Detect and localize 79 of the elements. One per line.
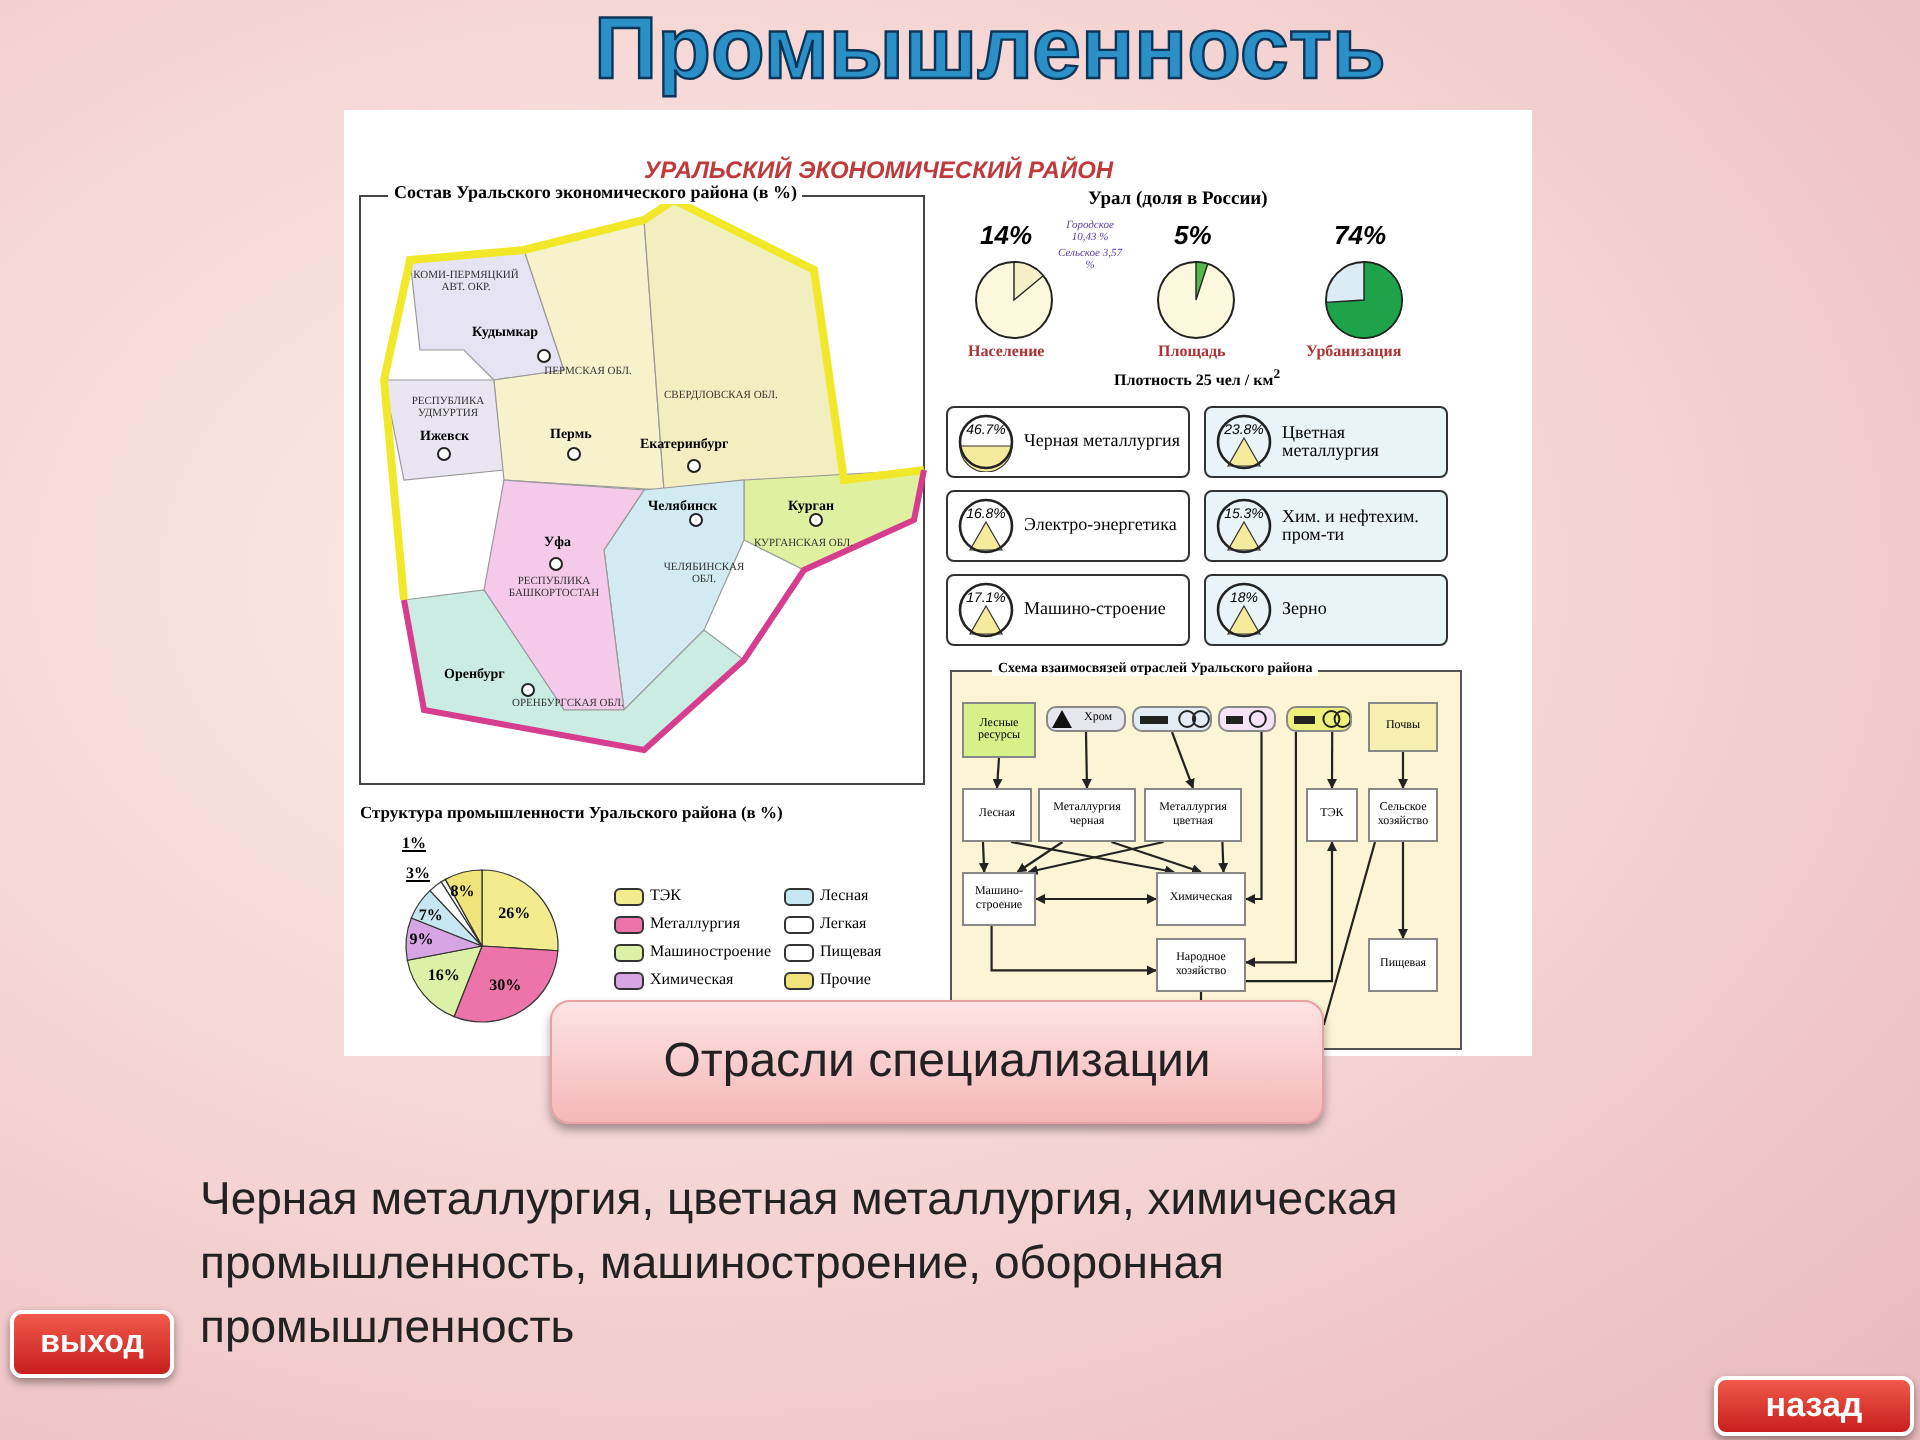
industry-name: Зерно: [1282, 596, 1329, 623]
body-text: Черная металлургия, цветная металлургия, химическая промышленность, машиностроение, оборонная промышленность: [200, 1170, 1400, 1356]
scheme-box: [1306, 788, 1358, 842]
legend-label: Легкая: [820, 914, 867, 932]
industry-card: [946, 490, 1190, 562]
industry-card: [946, 574, 1190, 646]
data-label: 7%: [418, 905, 443, 924]
connector-arrow: [1111, 840, 1202, 874]
legend-label: Химическая: [650, 970, 734, 988]
industry-name: Машино-строение: [1024, 596, 1168, 623]
scheme-box: [1368, 788, 1438, 842]
chart-title: Структура промышленности Уральского района (в %): [360, 802, 783, 822]
connector-arrow: [1027, 840, 1164, 875]
data-label: 26%: [498, 903, 531, 922]
slide-title: Промышленность: [592, 0, 1388, 100]
connector-arrow: [992, 757, 1003, 789]
percent-value: 74%: [1334, 222, 1387, 251]
legend-label: Пищевая: [820, 942, 882, 960]
percent-value: 14%: [980, 222, 1033, 251]
industry-name: Цветная металлургия: [1282, 419, 1381, 464]
scheme-box: [962, 788, 1032, 842]
scheme-box: [1144, 788, 1242, 842]
connector-arrow: [1246, 841, 1337, 983]
resource-symbols-drawing: [1132, 706, 1212, 732]
data-label: 30%: [489, 975, 522, 994]
connector-arrow: [978, 841, 989, 873]
scheme-box: [1156, 938, 1246, 992]
industry-name: Хим. и нефтехим. пром-ти: [1282, 503, 1421, 548]
connector-arrow: [1010, 840, 1175, 876]
data-label: 16%: [427, 966, 460, 985]
data-label: 8%: [450, 882, 475, 901]
pie-caption: Урбанизация: [1306, 344, 1402, 362]
section-heading: Состав Уральского экономического района (в %): [388, 184, 803, 204]
pie-slice: [444, 869, 483, 947]
resource-symbols-drawing: [1218, 706, 1276, 732]
connector-arrow: [1170, 731, 1195, 789]
scheme-box: [1156, 872, 1246, 926]
section-button: Отрасли специализации: [550, 1000, 1324, 1124]
connector-arrow: [1016, 841, 1064, 873]
section-heading: Урал (доля в России): [1088, 190, 1268, 211]
scheme-box: [1038, 788, 1136, 842]
scheme-box: [962, 702, 1036, 758]
connector-arrow: [1327, 732, 1338, 789]
pie-slice: [481, 869, 559, 952]
scheme-box: [1046, 706, 1126, 732]
pie-slice: [406, 945, 483, 1018]
panel-title: УРАЛЬСКИЙ ЭКОНОМИЧЕСКИЙ РАЙОН: [644, 158, 1114, 185]
connector-arrow: [1398, 842, 1408, 939]
density-note: Плотность 25 чел / км$^{2}$: [1114, 368, 1281, 391]
scheme-box: [1368, 702, 1438, 752]
connector-arrow: [1398, 752, 1408, 789]
scheme-box: [962, 872, 1036, 926]
industry-name: Электро-энергетика: [1024, 512, 1179, 539]
back-button: назад: [1714, 1376, 1914, 1436]
data-label: 1%: [402, 834, 427, 853]
connector-arrow: [990, 926, 1157, 976]
legend-label: Лесная: [820, 886, 869, 904]
industry-name: Черная металлургия: [1024, 428, 1182, 455]
connector-arrow: [1245, 732, 1297, 968]
connector-arrow: [1218, 841, 1229, 873]
connector-arrow: [1035, 894, 1157, 904]
industry-card: [1204, 490, 1448, 562]
industry-card: [946, 406, 1190, 478]
connector-arrow: [1245, 732, 1263, 904]
legend-label: Металлургия: [650, 914, 740, 932]
connector-arrow: [1081, 732, 1092, 789]
industry-card: [1204, 574, 1448, 646]
legend-label: Машиностроение: [650, 942, 771, 960]
percent-value: 5%: [1174, 222, 1212, 251]
exit-button: выход: [10, 1310, 174, 1378]
legend-label: ТЭК: [650, 886, 682, 904]
industry-card: [1204, 406, 1448, 478]
scheme-box: [1368, 938, 1438, 992]
pie-caption: Площадь: [1158, 344, 1226, 362]
legend-label: Прочие: [820, 970, 871, 988]
data-label: 9%: [409, 930, 434, 949]
pie-caption: Население: [968, 344, 1045, 362]
data-label: 3%: [406, 863, 431, 882]
resource-symbols-drawing: [1286, 706, 1352, 732]
